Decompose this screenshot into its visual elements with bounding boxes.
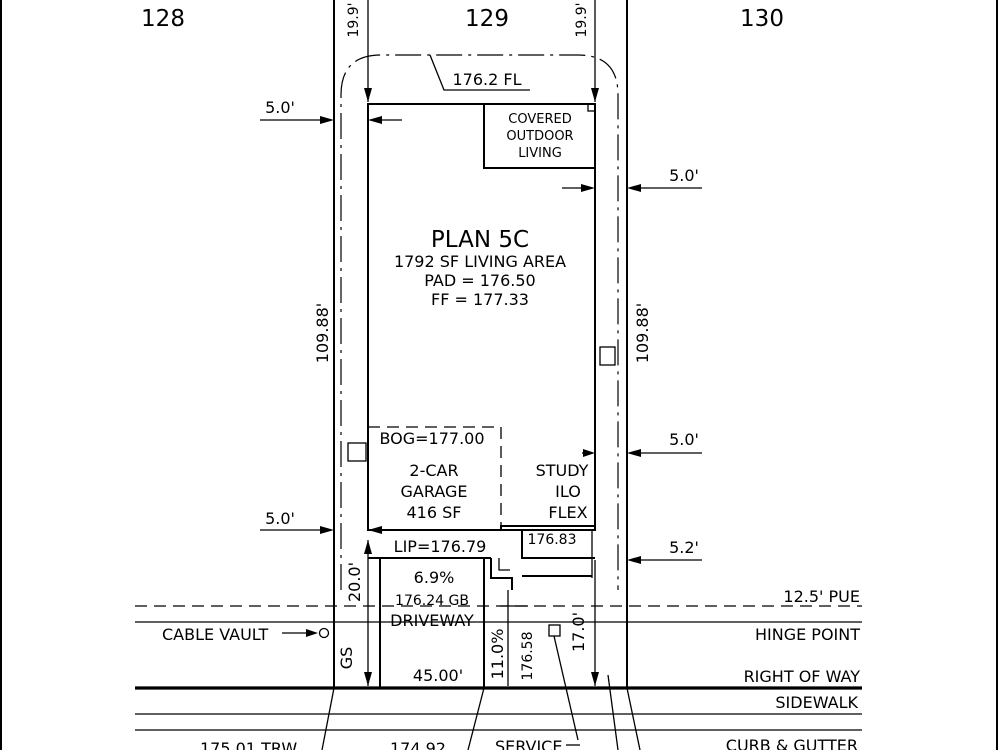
- dim-front-setback: 20.0': [345, 562, 364, 602]
- plan-title: PLAN 5C: [431, 227, 529, 253]
- dim-left-depth: 109.88': [313, 303, 332, 363]
- study-label-line-1: STUDY: [536, 461, 589, 480]
- garage-outline: [368, 426, 502, 530]
- covered-outdoor-line-3: LIVING: [518, 146, 562, 161]
- driveway-slope: 6.9%: [414, 568, 455, 587]
- rear-flowline-elevation: 176.2 FL: [452, 70, 521, 89]
- lot-number-left: 128: [141, 6, 185, 32]
- covered-outdoor-line-1: COVERED: [508, 112, 571, 127]
- service-label: SERVICE: [495, 737, 562, 750]
- study-label-line-2: ILO: [555, 482, 581, 501]
- walk-step-left: [490, 558, 513, 590]
- dim-left-rear-setback: 5.0': [265, 98, 295, 117]
- garage-label-line-1: 2-CAR: [409, 461, 458, 480]
- porch-top-edge: [500, 525, 595, 530]
- dim-right-front-setback: 5.2': [669, 538, 699, 557]
- garage-lip-elevation: LIP=176.79: [394, 537, 487, 556]
- lot-number-right: 130: [740, 6, 784, 32]
- trw-elevation: 175.01 TRW: [200, 739, 297, 750]
- sidewalk-label: SIDEWALK: [775, 693, 858, 712]
- corner-marker: [587, 103, 596, 112]
- bottom-elevation: 174.92: [390, 739, 446, 750]
- walk-slope: 11.0%: [488, 629, 507, 680]
- stoop-elevation: 176.83: [528, 532, 577, 548]
- hinge-point-label: HINGE POINT: [755, 625, 860, 644]
- covered-outdoor-line-2: OUTDOOR: [506, 129, 573, 144]
- cable-vault-label: CABLE VAULT: [162, 625, 268, 644]
- stoop-outline: [521, 530, 595, 559]
- covered-outdoor-living-area: [483, 103, 596, 169]
- driveway-label: DRIVEWAY: [390, 611, 474, 630]
- walk-elevation: 176.58: [520, 632, 536, 681]
- dim-right-lower-setback: 5.0': [669, 430, 699, 449]
- fl-leader-line: [429, 54, 530, 91]
- gs-label: GS: [337, 647, 356, 670]
- garage-bog-elevation: BOG=177.00: [379, 429, 484, 448]
- plan-pad-elevation: PAD = 176.50: [424, 271, 535, 290]
- utility-box-left: [347, 442, 367, 462]
- study-label-line-3: FLEX: [548, 503, 587, 522]
- setback-dashdot-line: [340, 54, 619, 590]
- garage-label-line-2: GARAGE: [401, 482, 468, 501]
- pue-label: 12.5' PUE: [783, 587, 860, 606]
- curb-gutter-label: CURB & GUTTER: [726, 736, 858, 750]
- dim-left-lower-setback: 5.0': [265, 509, 295, 528]
- dim-right-front-depth: 17.0': [569, 612, 588, 652]
- cable-vault-symbol: [318, 627, 330, 639]
- lot-number-center: 129: [465, 6, 509, 32]
- house-footprint: [367, 103, 596, 531]
- right-of-way-label: RIGHT OF WAY: [744, 667, 861, 686]
- plan-living-area: 1792 SF LIVING AREA: [394, 252, 566, 271]
- service-box: [548, 624, 561, 637]
- plan-finished-floor: FF = 177.33: [431, 290, 529, 309]
- dim-top-left-setback: 19.9': [346, 2, 362, 37]
- utility-box-right: [599, 346, 616, 366]
- lot-width-dimension: 45.00': [413, 666, 463, 685]
- dim-top-right-setback: 19.9': [574, 2, 590, 37]
- dim-right-upper-setback: 5.0': [669, 166, 699, 185]
- dim-right-depth: 109.88': [633, 303, 652, 363]
- driveway-grade-break: 176.24 GB: [395, 593, 469, 609]
- garage-label-line-3: 416 SF: [407, 503, 462, 522]
